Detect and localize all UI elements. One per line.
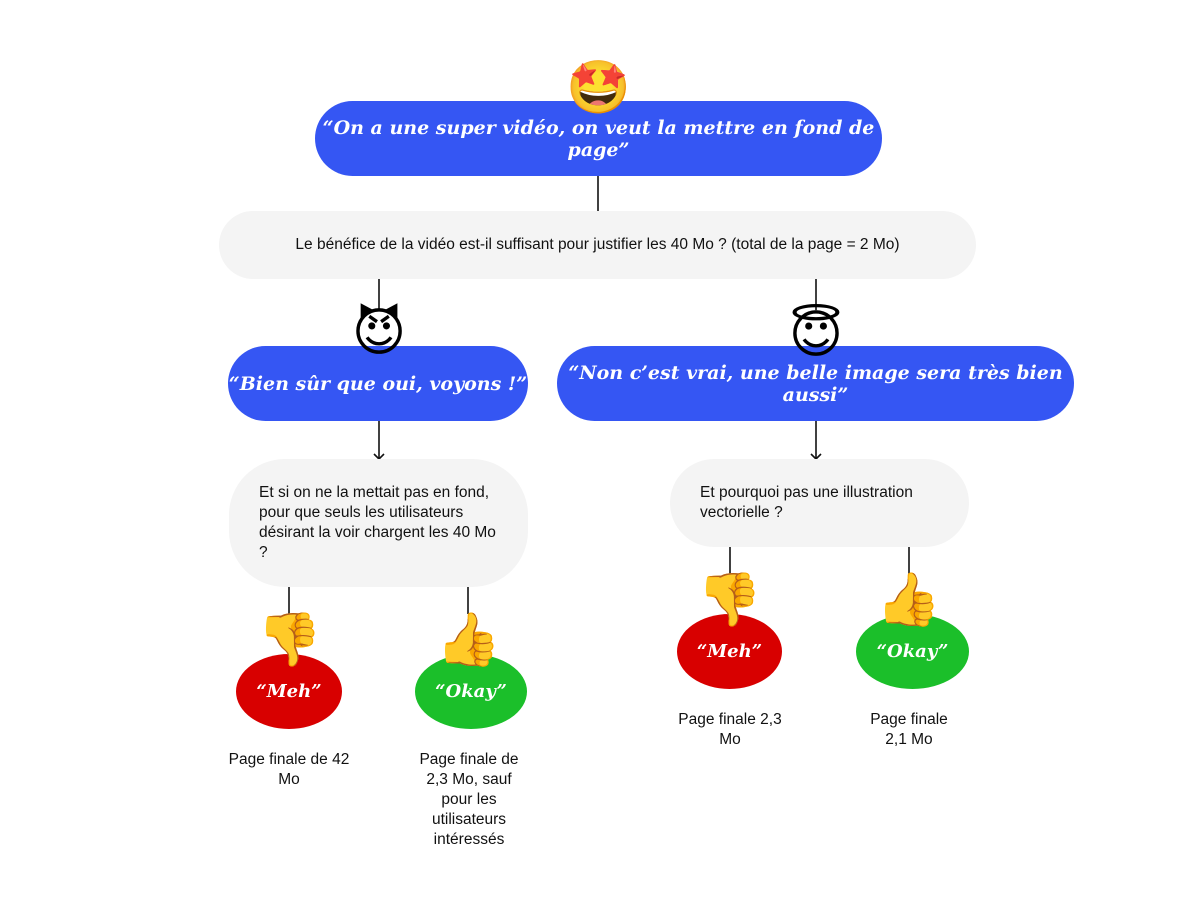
left-meh-bubble: “Meh”: [236, 654, 342, 729]
right-thumbs-up-icon: 👍: [876, 571, 941, 629]
star-struck-icon: 🤩: [566, 59, 631, 117]
left-thumbs-up-icon: 👍: [436, 611, 501, 669]
left-meh-caption: Page finale de 42 Mo: [228, 751, 350, 788]
left-quote-text: “Bien sûr que oui, voyons !”: [228, 372, 528, 395]
right-question-text: Et pourquoi pas une illustration vectori…: [700, 484, 913, 521]
smiling-devil-icon: 😈: [351, 304, 407, 362]
left-okay-bubble: “Okay”: [415, 654, 527, 729]
right-okay-label: “Okay”: [876, 641, 949, 662]
right-okay-caption: Page finale 2,1 Mo: [870, 711, 948, 748]
left-thumbs-down-icon: 👎: [257, 611, 322, 669]
right-thumbs-down-icon: 👎: [697, 571, 762, 629]
right-meh-caption: Page finale 2,3 Mo: [678, 711, 782, 748]
root-quote-bubble: “On a une super vidéo, on veut la mettre…: [315, 101, 882, 176]
right-okay-bubble: “Okay”: [856, 614, 969, 689]
main-question-text: Le bénéfice de la vidéo est-il suffisant…: [295, 236, 900, 253]
right-meh-bubble: “Meh”: [677, 614, 782, 689]
root-quote-text: “On a une super vidéo, on veut la mettre…: [322, 116, 875, 161]
left-okay-label: “Okay”: [435, 681, 507, 702]
left-question-text: Et si on ne la mettait pas en fond, pour…: [259, 484, 496, 561]
left-okay-caption: Page finale de 2,3 Mo, sauf pour les uti…: [419, 751, 519, 848]
right-meh-label: “Meh”: [696, 641, 763, 662]
main-question-bubble: Le bénéfice de la vidéo est-il suffisant…: [219, 211, 976, 279]
left-quote-bubble: “Bien sûr que oui, voyons !”: [228, 346, 528, 421]
right-question-bubble: Et pourquoi pas une illustration vectori…: [670, 459, 969, 547]
left-meh-label: “Meh”: [256, 681, 322, 702]
left-question-bubble: Et si on ne la mettait pas en fond, pour…: [229, 459, 528, 587]
smiling-halo-icon: 😇: [788, 306, 844, 364]
right-quote-text: “Non c’est vrai, une belle image sera tr…: [568, 361, 1063, 406]
right-quote-bubble: “Non c’est vrai, une belle image sera tr…: [557, 346, 1074, 421]
